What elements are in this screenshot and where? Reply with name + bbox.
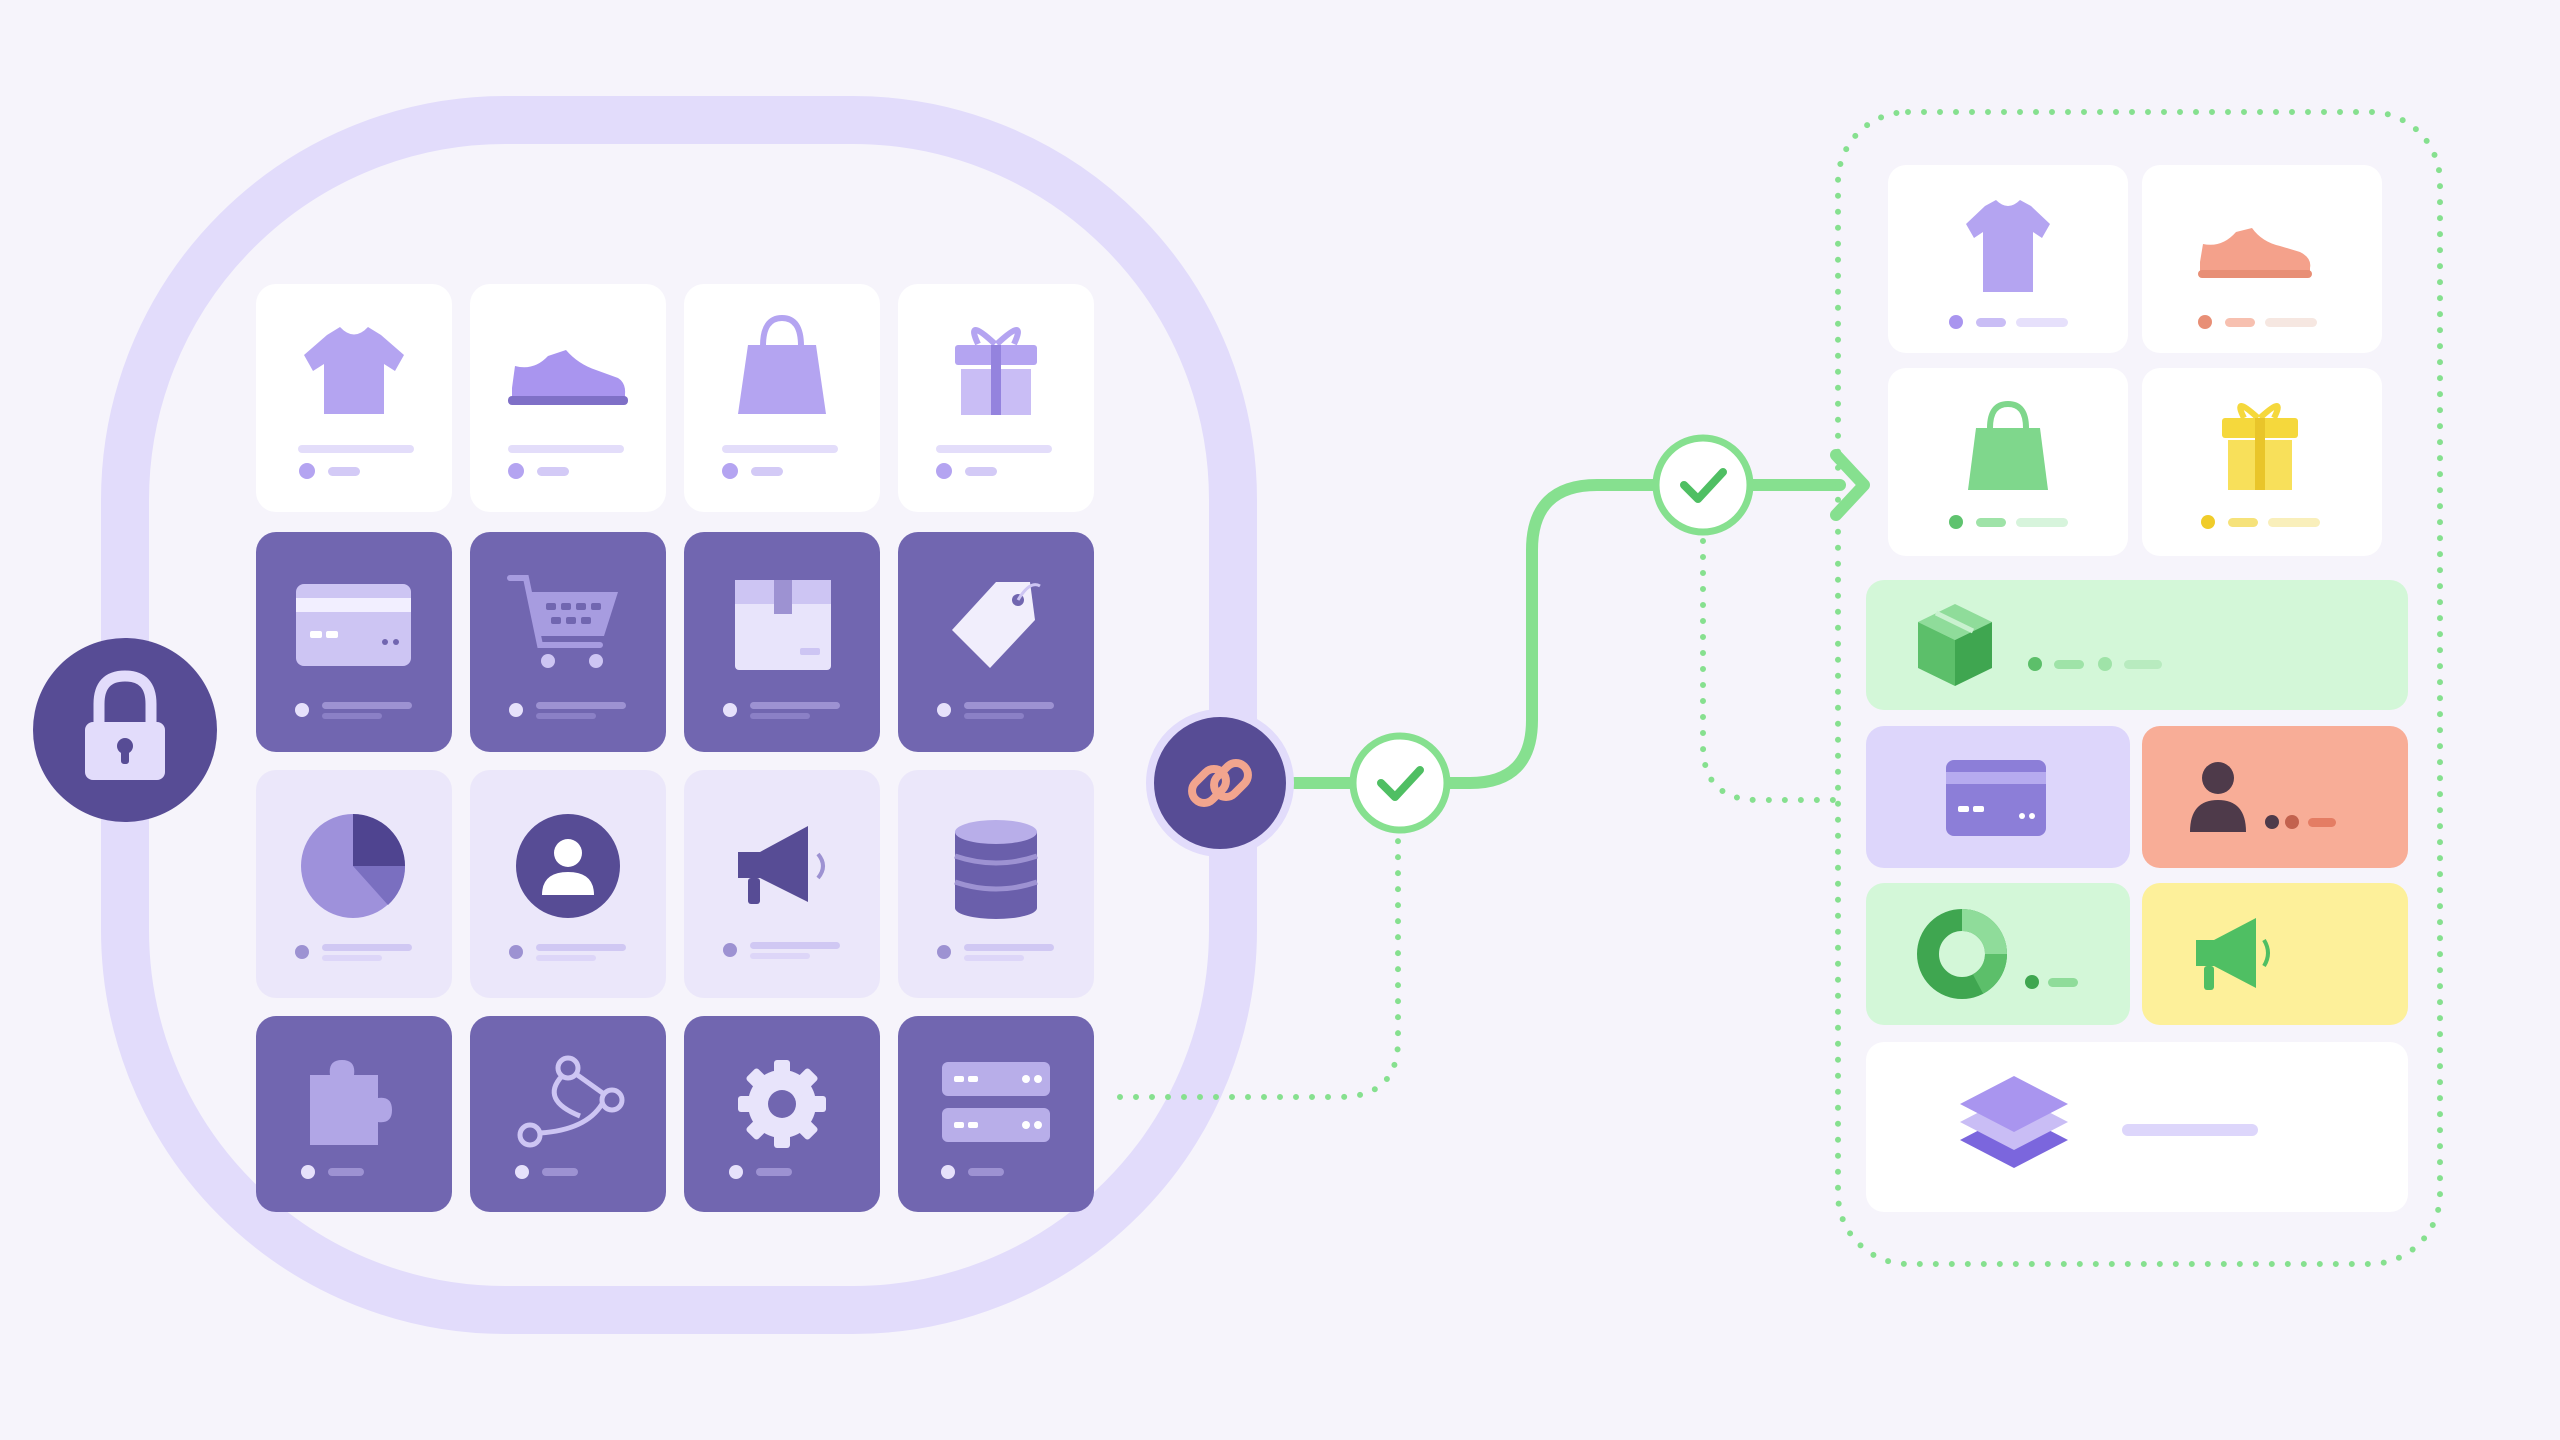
server-icon	[942, 1062, 1050, 1142]
tile-sneaker[interactable]	[470, 284, 666, 512]
user-icon	[2190, 762, 2246, 832]
lock-badge[interactable]	[33, 638, 217, 822]
tile-gift[interactable]	[898, 284, 1094, 512]
pie-chart-icon	[301, 814, 406, 918]
tile-pie-chart[interactable]	[256, 770, 452, 998]
gift-icon	[2222, 403, 2298, 490]
commerce-row	[256, 532, 1094, 752]
arrow-right-icon	[1830, 449, 1870, 521]
shopping-cart-icon	[507, 575, 618, 668]
link-icon	[1188, 759, 1252, 807]
user-profile-icon	[516, 814, 620, 918]
megaphone-icon	[738, 826, 825, 904]
tshirt-icon	[1966, 200, 2050, 292]
system-row	[256, 1016, 1094, 1212]
tile-megaphone[interactable]	[684, 770, 880, 998]
sneaker-icon	[512, 350, 626, 402]
megaphone-icon	[2196, 918, 2270, 990]
dotted-connector-lower	[1117, 827, 1401, 1100]
package-icon	[735, 580, 831, 670]
workflow-icon	[517, 1055, 625, 1148]
check-icon	[1377, 766, 1424, 801]
tile-gear[interactable]	[684, 1016, 880, 1212]
flow-line	[1289, 479, 1846, 789]
secure-catalog	[33, 96, 1257, 1334]
layers-icon	[1960, 1076, 2068, 1168]
store-block-donut[interactable]	[1866, 883, 2130, 1025]
connector	[1117, 434, 1870, 1100]
credit-card-icon	[296, 584, 411, 666]
tile-puzzle[interactable]	[256, 1016, 452, 1212]
price-tag-icon	[952, 582, 1041, 668]
handbag-icon	[1968, 428, 2048, 490]
box-3d-icon	[1918, 604, 1992, 686]
tile-server[interactable]	[898, 1016, 1094, 1212]
donut-chart-icon	[1917, 909, 2007, 999]
dotted-connector-upper	[1700, 522, 1843, 803]
insight-row	[256, 770, 1094, 998]
database-icon	[954, 820, 1038, 919]
tshirt-icon	[304, 327, 404, 414]
checkpoint-upper[interactable]	[1652, 434, 1754, 536]
checkpoint-lower[interactable]	[1349, 732, 1451, 834]
credit-card-icon	[1946, 760, 2046, 836]
product-row	[256, 284, 1094, 512]
store-tile-tshirt[interactable]	[1888, 165, 2128, 353]
handbag-icon	[738, 345, 826, 414]
tile-user-profile[interactable]	[470, 770, 666, 998]
store-block-layers[interactable]	[1866, 1042, 2408, 1212]
sneaker-icon	[2200, 228, 2311, 275]
store-tile-gift[interactable]	[2142, 368, 2382, 556]
lock-icon	[85, 670, 165, 780]
tile-shopping-cart[interactable]	[470, 532, 666, 752]
tile-tshirt[interactable]	[256, 284, 452, 512]
tile-handbag[interactable]	[684, 284, 880, 512]
link-node[interactable]	[1146, 709, 1294, 857]
store-block-user[interactable]	[2142, 726, 2408, 868]
store-block-card[interactable]	[1866, 726, 2130, 868]
tile-package[interactable]	[684, 532, 880, 752]
store-tile-handbag[interactable]	[1888, 368, 2128, 556]
store-block-megaphone[interactable]	[2142, 883, 2408, 1025]
gift-icon	[955, 327, 1037, 415]
tile-price-tag[interactable]	[898, 532, 1094, 752]
tile-workflow[interactable]	[470, 1016, 666, 1212]
tile-credit-card[interactable]	[256, 532, 452, 752]
puzzle-icon	[310, 1060, 392, 1145]
store-tile-sneaker[interactable]	[2142, 165, 2382, 353]
check-icon	[1680, 468, 1727, 503]
storefront	[1835, 109, 2443, 1267]
tile-database[interactable]	[898, 770, 1094, 998]
store-block-box[interactable]	[1866, 580, 2408, 710]
gear-icon	[738, 1060, 826, 1148]
